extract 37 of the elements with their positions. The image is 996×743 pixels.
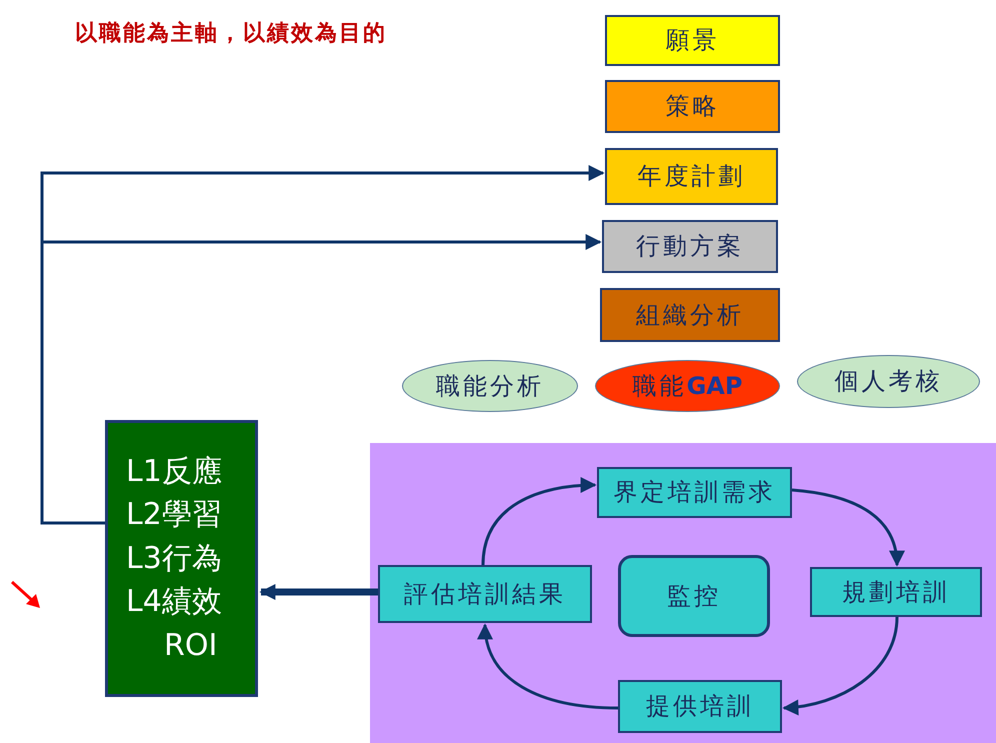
box-label: 組織分析 — [636, 300, 744, 330]
box-label: L2學習 — [126, 496, 222, 534]
box-label: 評估培訓結果 — [404, 580, 566, 608]
process-box — [810, 567, 982, 617]
arrow — [259, 584, 378, 600]
process-box — [605, 15, 780, 66]
arrow — [40, 234, 602, 524]
arrow — [792, 488, 904, 567]
box-label: 願景 — [666, 26, 720, 55]
box-label: 策略 — [666, 92, 720, 121]
box-label: L1反應 — [126, 452, 222, 491]
process-box — [618, 680, 782, 733]
panel-background — [370, 443, 996, 743]
box-label: 年度計劃 — [638, 162, 746, 191]
box-label: 行動方案 — [636, 232, 744, 261]
box-label: 職能分析 — [436, 372, 544, 400]
box-label: L3行為 — [126, 540, 222, 578]
box-label: 界定培訓需求 — [614, 478, 776, 507]
box-label: 職能GAP — [632, 372, 742, 400]
box-label: 監控 — [667, 582, 721, 610]
process-box — [605, 148, 778, 205]
arrow — [482, 477, 597, 566]
process-box — [600, 288, 780, 342]
arrow — [782, 616, 898, 715]
box-label: 個人考核 — [834, 367, 942, 396]
box-label: 提供培訓 — [646, 692, 754, 721]
process-box — [602, 220, 778, 273]
box-label: 規劃培訓 — [842, 578, 950, 606]
title: 以職能為主軸，以績效為目的 — [75, 19, 387, 48]
box-label: ROI — [164, 626, 218, 665]
process-box — [597, 467, 792, 518]
box-label: L4績效 — [126, 583, 222, 622]
process-box — [378, 565, 592, 623]
process-box — [605, 80, 780, 133]
arrow — [478, 623, 618, 710]
level-box — [105, 420, 258, 697]
process-box — [618, 555, 770, 637]
